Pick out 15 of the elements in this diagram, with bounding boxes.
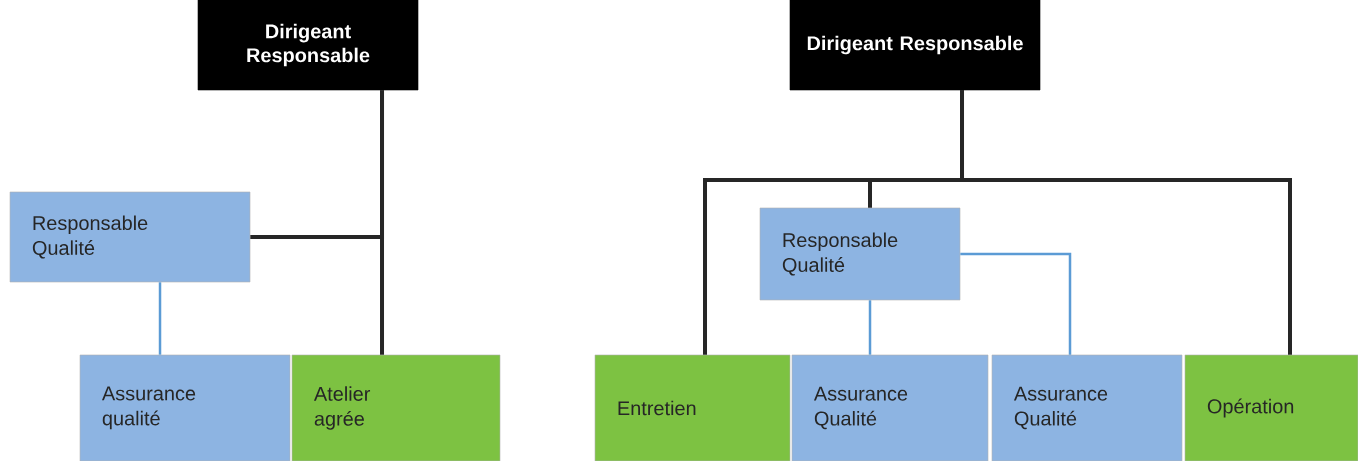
connector-line (158, 282, 162, 355)
connector-line (380, 90, 384, 355)
title-box: Dirigeant Responsable (197, 0, 419, 91)
connector-line (960, 90, 1292, 355)
process-box: Assurance qualité (79, 354, 291, 461)
process-box: Atelier agrée (291, 354, 501, 461)
title-box: Dirigeant Responsable (789, 0, 1041, 91)
process-box: Responsable Qualité (759, 207, 961, 301)
connector-line (960, 252, 1072, 355)
process-box: Responsable Qualité (9, 191, 251, 283)
process-box: Opération (1184, 354, 1358, 461)
process-box: Assurance Qualité (791, 354, 989, 461)
process-box: Assurance Qualité (991, 354, 1183, 461)
connector-line (868, 300, 872, 355)
process-box: Entretien (594, 354, 791, 461)
